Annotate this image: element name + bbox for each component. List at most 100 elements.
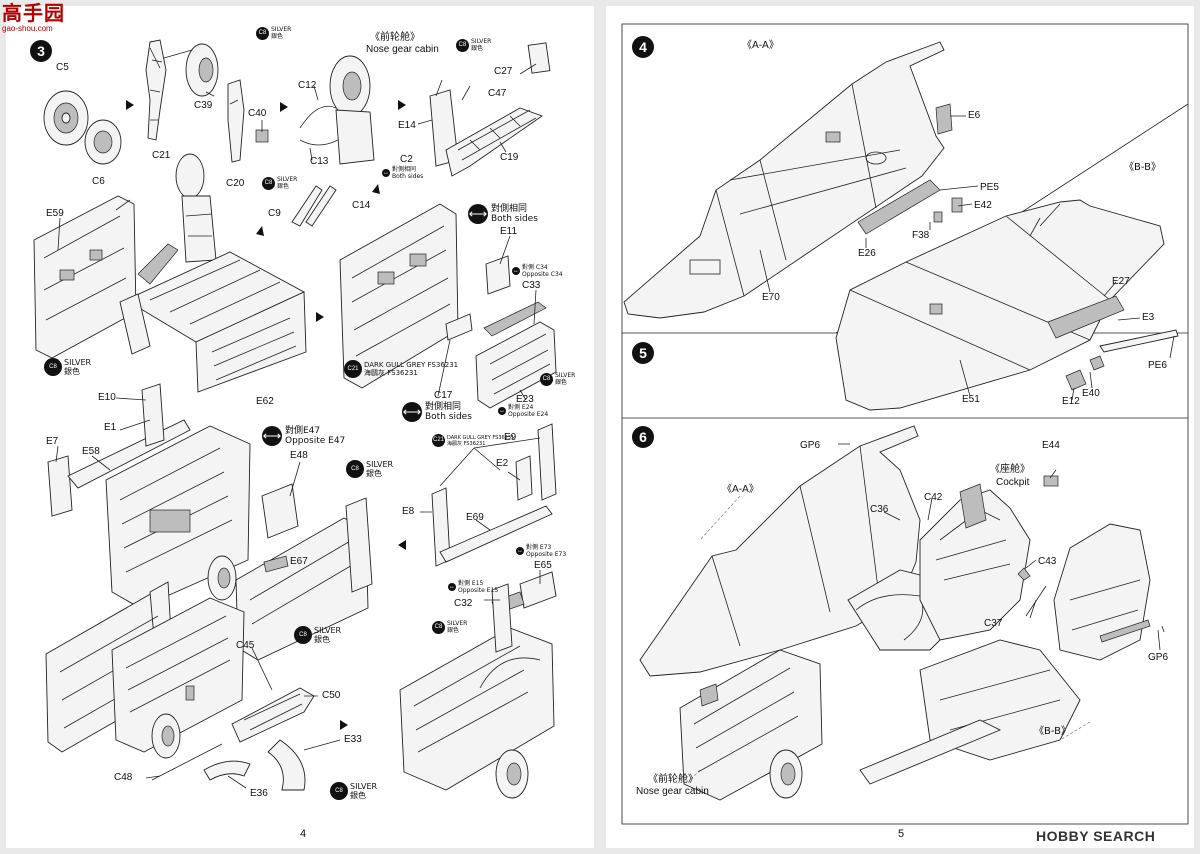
part-label: E3 (1142, 312, 1155, 323)
cabin-floor (119, 243, 307, 393)
part-label: E33 (344, 734, 362, 745)
brush-icon: C8 (44, 358, 62, 376)
brush-icon: C21 (432, 434, 445, 447)
opp-e24-en: Opposite E24 (508, 411, 549, 418)
silver-cn: 銀色 (277, 183, 290, 190)
part-label: C9 (268, 208, 281, 219)
double-arrow-icon: ⟷ (262, 426, 282, 446)
step-6-number: 6 (632, 426, 654, 448)
part-label: GP6 (1148, 652, 1169, 663)
part-label: E65 (534, 560, 552, 571)
section-bb-label-step6: 《B-B》 (1034, 726, 1071, 737)
fuselage-aa (623, 41, 963, 319)
wheel-c5 (43, 90, 89, 146)
part-label: E12 (1062, 396, 1080, 407)
cabin-walls-e59 (33, 195, 137, 359)
brush-icon: C8 (262, 176, 275, 190)
part-label: C33 (522, 280, 541, 291)
rear-cabin-assembly (45, 581, 315, 791)
part-label: E48 (290, 450, 308, 461)
part-label: E2 (496, 458, 509, 469)
arrow (398, 100, 406, 110)
both-sides-en: Both sides (491, 214, 538, 224)
leader-lines-right (759, 115, 1175, 651)
brush-icon: C8 (540, 372, 553, 386)
silver-en: SILVER (277, 176, 298, 183)
right-page-number: 5 (898, 828, 905, 840)
part-label: E62 (256, 396, 274, 407)
silver-en: SILVER (447, 620, 468, 627)
part-label: C47 (488, 88, 507, 99)
brush-icon: C8 (330, 782, 348, 800)
leader-lines-left (55, 47, 541, 789)
both-sides-cn: 對側相同 (491, 204, 528, 214)
section-aa-label-step6: 《A-A》 (722, 484, 759, 495)
part-label: C20 (226, 178, 245, 189)
part-label: E44 (1042, 440, 1060, 451)
part-label: E9 (504, 432, 517, 443)
part-label: E10 (98, 392, 116, 403)
arrow (372, 184, 380, 194)
brush-icon: C8 (432, 620, 445, 634)
part-label: E8 (402, 506, 415, 517)
opposite-e47-en: Opposite E47 (285, 436, 346, 446)
both-sides-en: Both sides (425, 412, 472, 422)
nose-gear-cabin-cn: 《前轮舱》 (370, 32, 420, 43)
arrow (280, 102, 288, 112)
wheel-assembly-c12 (299, 55, 375, 165)
part-label: C12 (298, 80, 317, 91)
brush-icon: C21 (344, 360, 362, 378)
silver-cn: 銀色 (447, 627, 460, 634)
part-label: E58 (82, 446, 100, 457)
part-label: E11 (500, 226, 518, 237)
silver-en: SILVER (366, 460, 394, 469)
silver-cn: 銀色 (366, 469, 382, 478)
silver-en: SILVER (314, 626, 342, 635)
part-label: PE5 (980, 182, 999, 193)
silver-en: SILVER (350, 782, 378, 791)
logo-url: gao-shou.com (2, 24, 53, 33)
arrow (256, 226, 264, 236)
dark-gull-cn: 海鷗灰 FS36231 (364, 369, 418, 377)
part-label: C39 (194, 100, 213, 111)
double-arrow-icon: ↔ (382, 169, 390, 177)
nose-gear-bay (679, 649, 823, 801)
front-cabin-assembly (47, 383, 373, 661)
strut-c9-c14 (291, 185, 337, 227)
part-label: C45 (236, 640, 255, 651)
section-aa-label: 《A-A》 (742, 40, 779, 51)
silver-cn: 銀色 (555, 379, 568, 386)
cockpit-cn: 《座舱》 (990, 464, 1030, 475)
arrow (340, 720, 348, 730)
completed-cabin (399, 583, 555, 799)
part-label: PE6 (1148, 360, 1167, 371)
part-label: C32 (454, 598, 473, 609)
dark-gull-en: DARK GULL GREY FS36231 (364, 361, 459, 369)
part-label: E70 (762, 292, 780, 303)
part-label: C42 (924, 492, 943, 503)
part-label: E1 (104, 422, 117, 433)
double-arrow-icon: ↔ (448, 583, 456, 591)
part-label: C14 (352, 200, 371, 211)
part-label: C43 (1038, 556, 1057, 567)
silver-cn: 銀色 (64, 367, 80, 376)
silver-en: SILVER (555, 372, 576, 379)
part-label: E69 (466, 512, 484, 523)
arrow (398, 540, 406, 550)
opposite-e47-cn: 對側E47 (285, 426, 321, 436)
dark-gull-small: DARK GULL GREY FS36231 (447, 434, 515, 441)
step-4-number: 4 (632, 36, 654, 58)
arrow (126, 100, 134, 110)
double-arrow-icon: ⟷ (402, 402, 422, 422)
nose-gear-cabin-en: Nose gear cabin (366, 44, 439, 55)
side-wall-assembly (339, 203, 557, 409)
